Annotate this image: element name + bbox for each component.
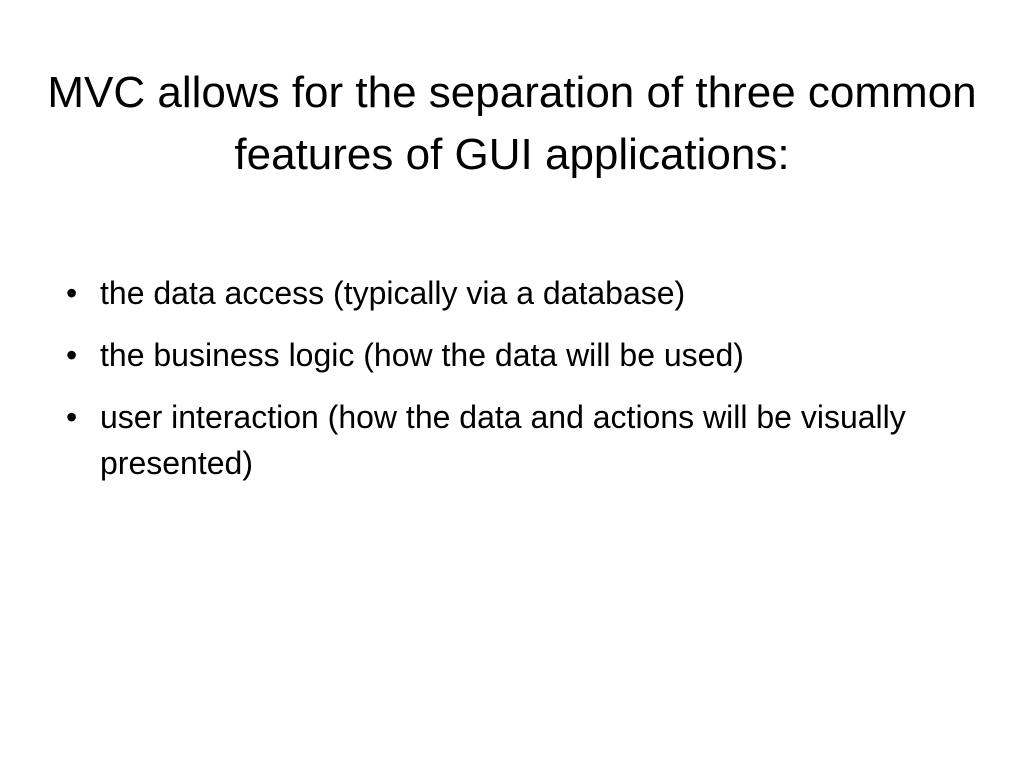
bullet-item-business-logic: • the business logic (how the data will … — [60, 332, 970, 378]
bullet-text: the business logic (how the data will be… — [100, 337, 744, 373]
bullet-dot-icon: • — [66, 275, 78, 311]
bullet-item-user-interaction: • user interaction (how the data and act… — [60, 394, 970, 486]
bullet-dot-icon: • — [66, 337, 78, 373]
bullet-list: • the data access (typically via a datab… — [60, 270, 970, 502]
bullet-text: the data access (typically via a databas… — [100, 275, 686, 311]
bullet-item-data-access: • the data access (typically via a datab… — [60, 270, 970, 316]
slide-title: MVC allows for the separation of three c… — [47, 68, 977, 179]
bullet-dot-icon: • — [66, 399, 78, 435]
bullet-text: user interaction (how the data and actio… — [100, 399, 906, 481]
